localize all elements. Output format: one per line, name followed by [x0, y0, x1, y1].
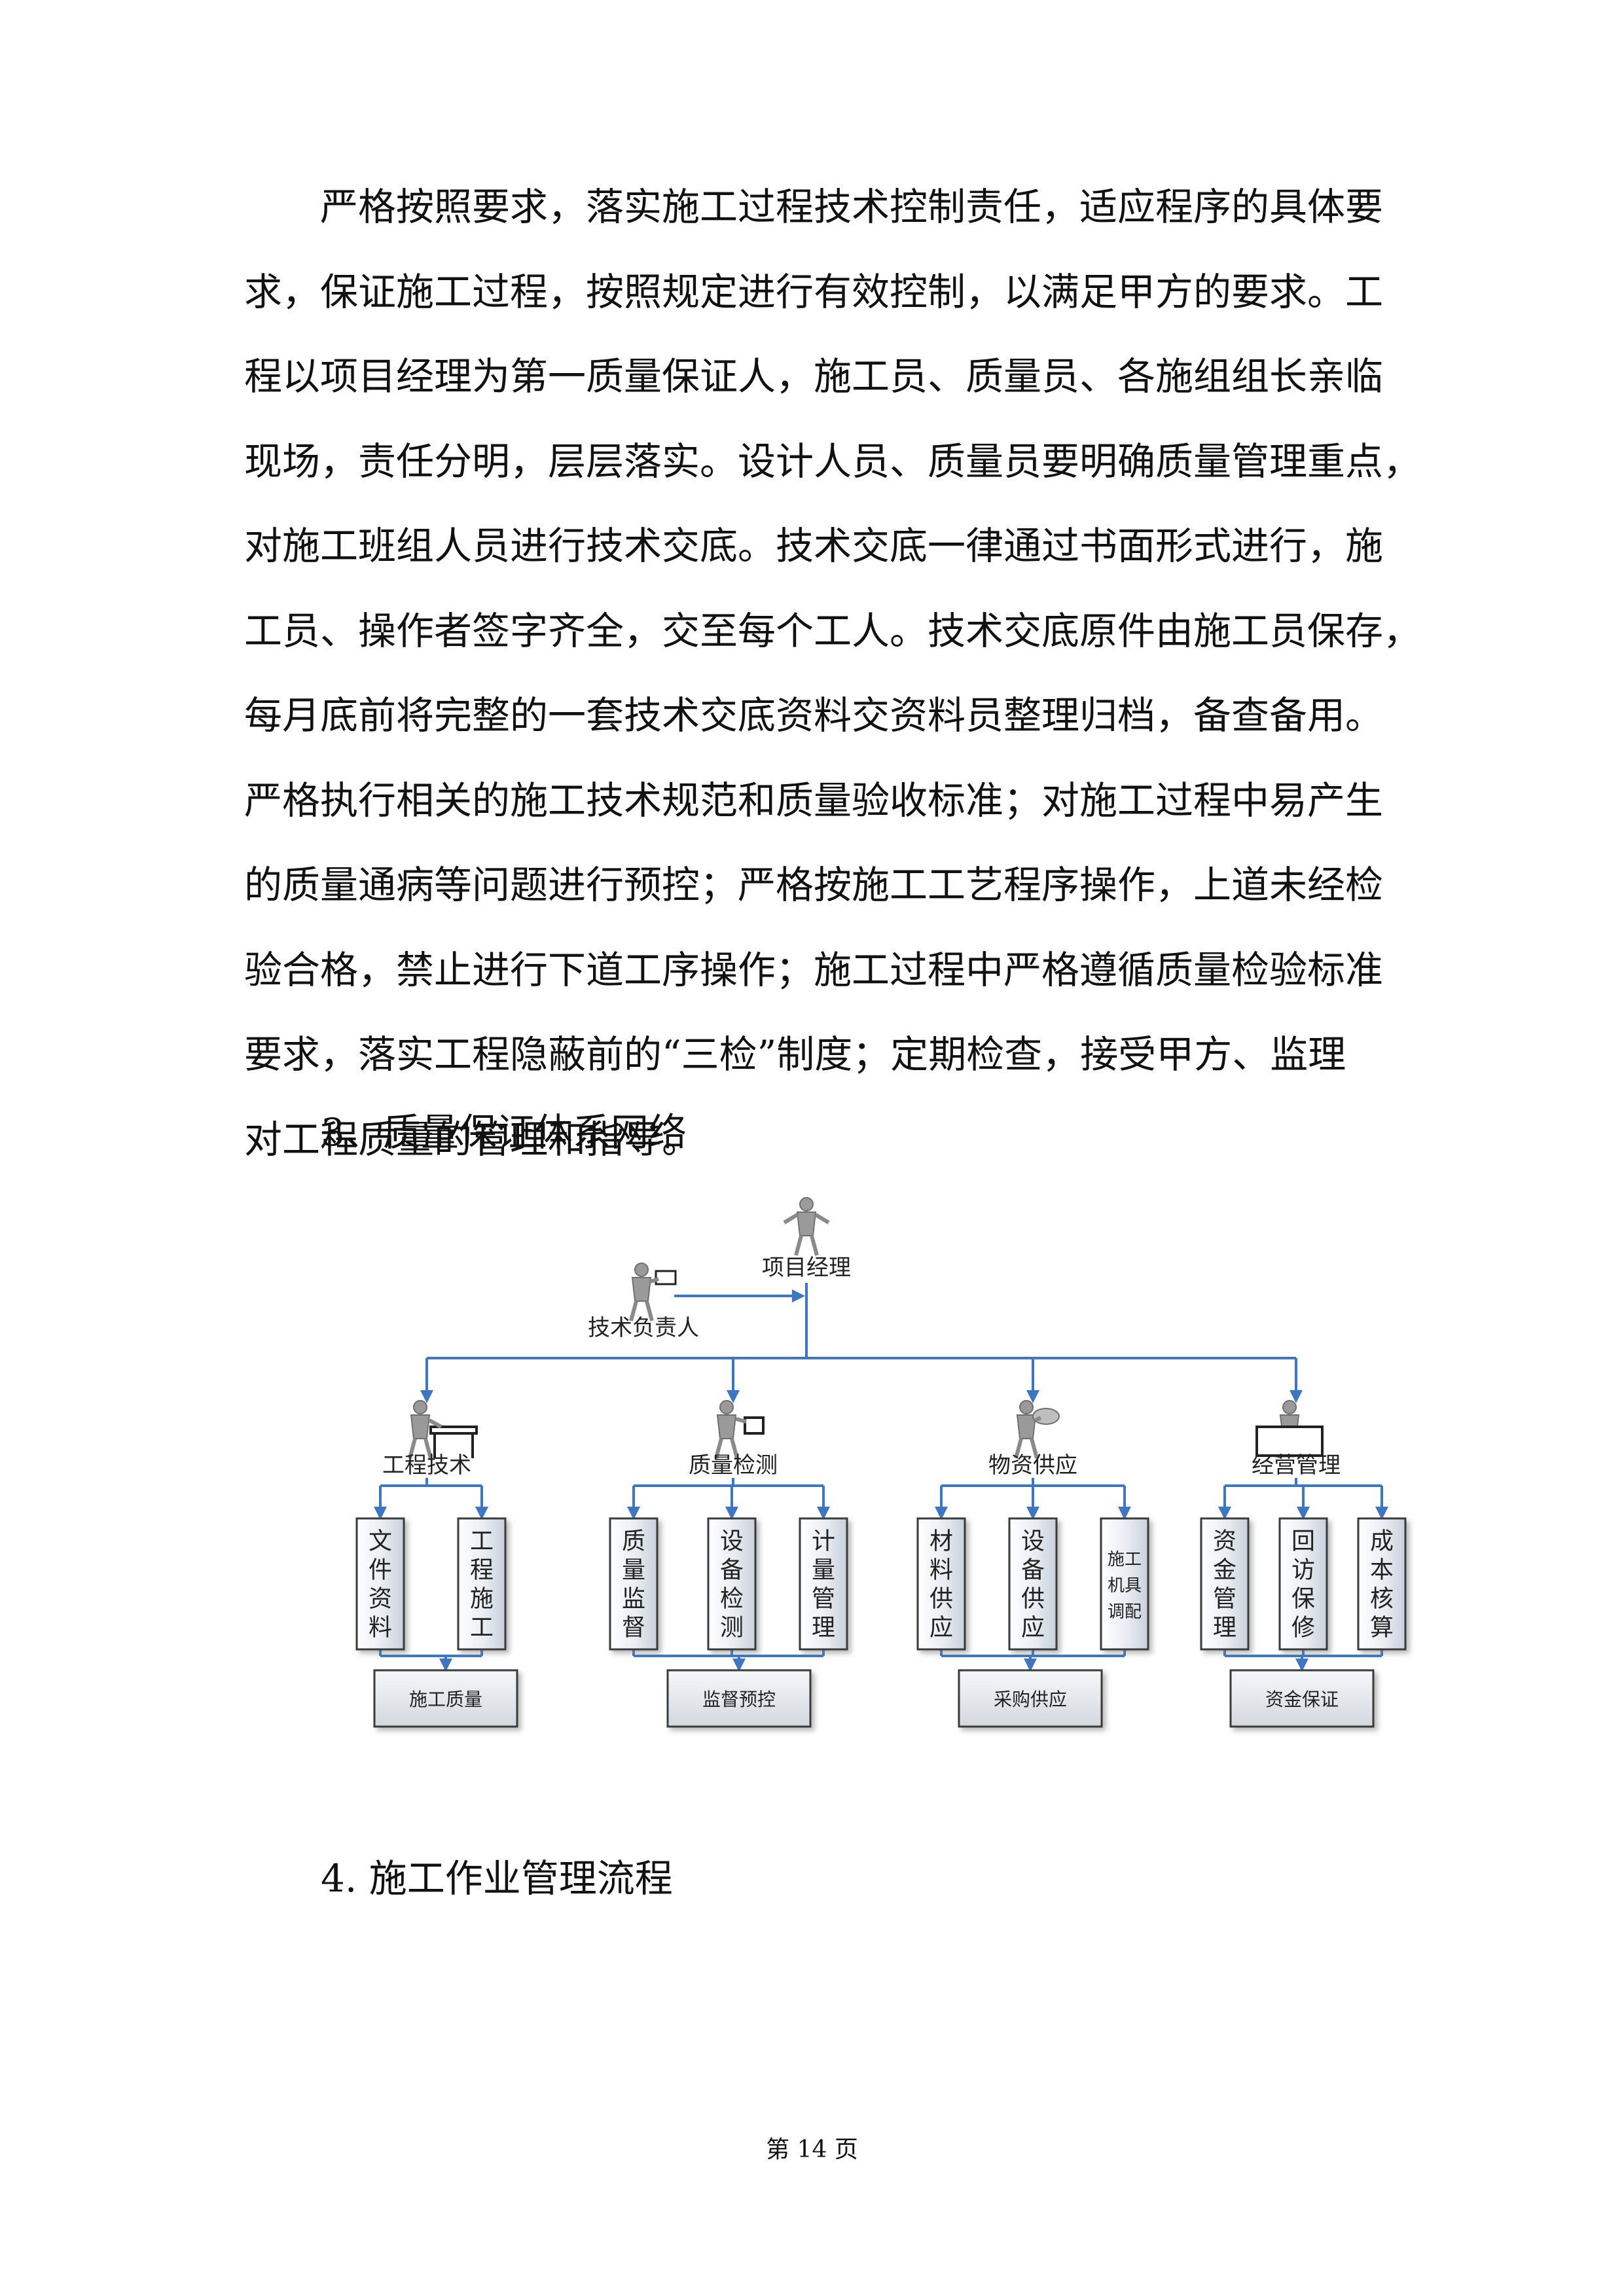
item-box-text: 管	[812, 1585, 835, 1612]
item-box-text: 工	[470, 1614, 494, 1641]
item-box-text: 保	[1291, 1585, 1315, 1612]
item-box-text: 算	[1370, 1614, 1394, 1641]
item-box-text: 材	[929, 1528, 953, 1554]
item-box-text: 访	[1291, 1556, 1315, 1583]
item-box-text: 件	[369, 1556, 392, 1583]
item-box	[1357, 1517, 1407, 1651]
item-box-text: 料	[369, 1614, 392, 1641]
result-box-label: 施工质量	[409, 1689, 482, 1710]
result-box	[1229, 1669, 1375, 1728]
body-line: 严格执行相关的施工技术规范和质量验收标准；对施工过程中易产生	[244, 778, 1384, 823]
item-box-text: 料	[929, 1556, 953, 1583]
group-label: 质量检测	[689, 1452, 778, 1479]
item-box-text: 供	[929, 1585, 953, 1612]
item-box-text: 修	[1291, 1614, 1315, 1641]
item-box-text: 应	[1021, 1614, 1045, 1641]
item-box-text: 备	[1021, 1556, 1045, 1583]
item-box-text: 量	[622, 1556, 645, 1583]
side-node-label: 技术负责人	[588, 1315, 699, 1341]
top-node-label: 项目经理	[762, 1255, 851, 1281]
item-box-text: 机具	[1108, 1576, 1142, 1596]
item-box-text: 理	[812, 1614, 835, 1641]
item-box-text: 资	[1213, 1528, 1236, 1554]
item-box-text: 计	[812, 1528, 835, 1554]
item-box-text: 本	[1370, 1556, 1394, 1583]
body-paragraph: 严格按照要求，落实施工过程技术控制责任，适应程序的具体要 求，保证施工过程，按照…	[244, 165, 1422, 1182]
item-box	[707, 1517, 757, 1651]
person-standing-icon	[783, 1197, 830, 1256]
person-at-desk-icon	[408, 1400, 478, 1459]
item-box-text: 调配	[1108, 1602, 1142, 1622]
item-box-text: 检	[720, 1585, 744, 1612]
section-3-heading: 3、质量保证体系网络	[321, 1110, 687, 1155]
person-behind-counter-icon	[1255, 1400, 1324, 1459]
body-line: 求，保证施工过程，按照规定进行有效控制，以满足甲方的要求。工	[244, 269, 1384, 314]
body-line: 程以项目经理为第一质量保证人，施工员、质量员、各施组组长亲临	[244, 354, 1384, 399]
item-box-text: 管	[1213, 1585, 1236, 1612]
item-box	[1200, 1517, 1250, 1651]
body-line: 每月底前将完整的一套技术交底资料交资料员整理归档，备查备用。	[244, 693, 1384, 738]
item-box-text: 测	[720, 1614, 744, 1641]
result-box	[958, 1669, 1103, 1728]
result-box	[666, 1669, 812, 1728]
item-boxes: 文件资料工程施工施工质量质量监督设备检测计量管理监督预控材料供应设备供应施工机具…	[355, 1517, 1407, 1728]
item-box-text: 回	[1291, 1528, 1315, 1554]
item-box	[355, 1517, 405, 1651]
item-box	[1278, 1517, 1328, 1651]
result-box-label: 监督预控	[702, 1689, 776, 1710]
result-box	[373, 1669, 518, 1728]
body-line: 对工程质量的管理和指导。	[244, 1117, 700, 1162]
group-label: 物资供应	[988, 1452, 1077, 1479]
section-4-heading: 4. 施工作业管理流程	[321, 1856, 673, 1901]
item-box-text: 备	[720, 1556, 744, 1583]
group-label: 经营管理	[1252, 1452, 1341, 1479]
item-box-text: 金	[1213, 1556, 1236, 1583]
item-box-text: 理	[1213, 1614, 1236, 1641]
item-box-text: 设	[1021, 1528, 1045, 1554]
item-box-text: 资	[369, 1585, 392, 1612]
item-box	[609, 1517, 659, 1651]
item-box-text: 量	[812, 1556, 835, 1583]
item-box-text: 施工	[1108, 1550, 1142, 1570]
item-box-text: 施	[470, 1585, 494, 1612]
result-box-label: 资金保证	[1265, 1689, 1339, 1710]
item-box-text: 供	[1021, 1585, 1045, 1612]
body-line: 工员、操作者签字齐全，交至每个工人。技术交底原件由施工员保存，	[244, 608, 1422, 653]
item-box-text: 设	[720, 1528, 744, 1554]
item-box	[1100, 1517, 1149, 1651]
item-box-text: 成	[1370, 1528, 1394, 1554]
body-line: 的质量通病等问题进行预控；严格按施工工艺程序操作，上道未经检	[244, 863, 1384, 907]
item-box	[799, 1517, 848, 1651]
result-box-label: 采购供应	[994, 1689, 1067, 1710]
item-box-text: 核	[1370, 1585, 1394, 1612]
item-box-text: 应	[929, 1614, 953, 1641]
body-line: 对施工班组人员进行技术交底。技术交底一律通过书面形式进行，施	[244, 524, 1384, 568]
body-line: 现场，责任分明，层层落实。设计人员、质量员要明确质量管理重点，	[244, 439, 1422, 484]
body-line: 严格按照要求，落实施工过程技术控制责任，适应程序的具体要	[320, 185, 1384, 229]
item-box	[916, 1517, 966, 1651]
person-with-document-icon	[629, 1263, 677, 1321]
page-number: 第 14 页	[766, 2136, 858, 2163]
item-box-text: 监	[622, 1585, 645, 1612]
item-box	[457, 1517, 507, 1651]
item-box-text: 工	[470, 1528, 494, 1554]
item-box-text: 质	[622, 1528, 645, 1554]
connector-lines	[374, 1283, 1388, 1672]
person-inspecting-icon	[714, 1400, 765, 1459]
item-box	[1008, 1517, 1058, 1651]
body-line: 验合格，禁止进行下道工序操作；施工过程中严格遵循质量检验标准	[244, 947, 1384, 992]
item-box-text: 文	[369, 1528, 392, 1554]
person-carrying-goods-icon	[1014, 1400, 1060, 1459]
person-figures	[408, 1197, 1324, 1459]
body-line: 要求，落实工程隐蔽前的“三检”制度；定期检查，接受甲方、监理	[244, 1032, 1346, 1077]
group-label: 工程技术	[382, 1452, 471, 1479]
item-box-text: 程	[470, 1556, 494, 1583]
item-box-text: 督	[622, 1614, 645, 1641]
